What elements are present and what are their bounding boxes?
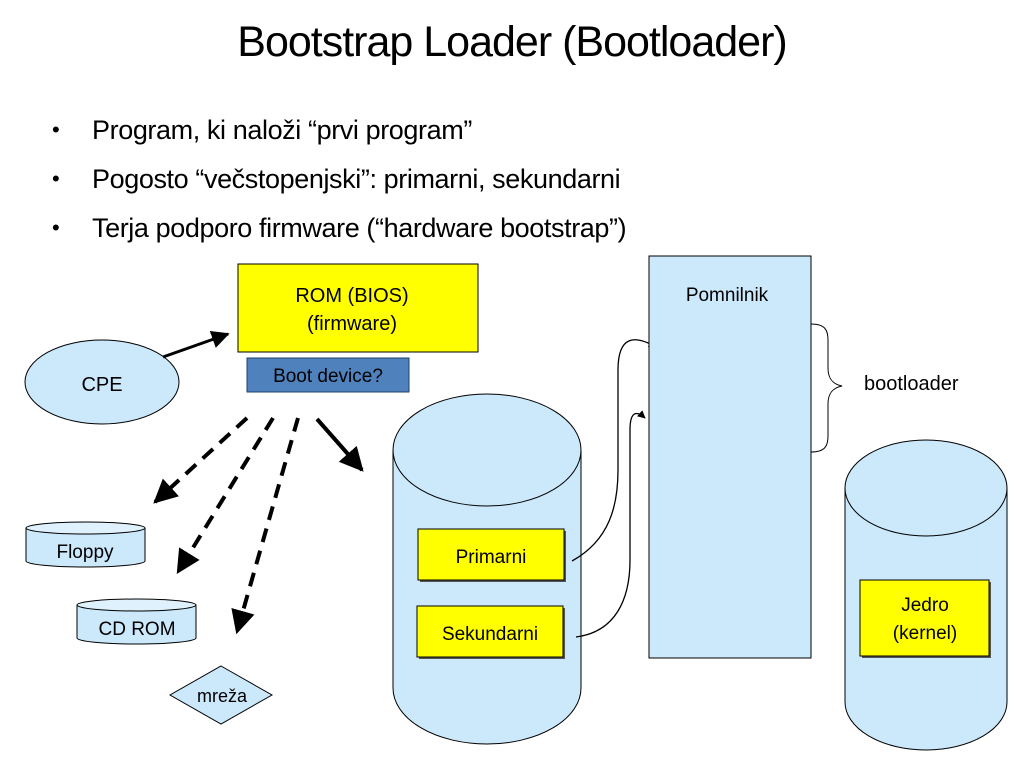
kernel-sublabel: (kernel) bbox=[893, 623, 957, 644]
cpu-node: CPE bbox=[24, 339, 180, 425]
bootloader-brace-icon bbox=[810, 323, 843, 453]
kernel-box: Jedro (kernel) bbox=[859, 579, 991, 658]
boot-device-label: Boot device? bbox=[273, 366, 383, 387]
secondary-to-memory-arrow bbox=[575, 410, 646, 638]
secondary-label: Sekundarni bbox=[442, 624, 538, 645]
network-label: mreža bbox=[197, 686, 248, 706]
boot-device-box: Boot device? bbox=[246, 357, 410, 393]
bullet-item: •Pogosto “večstopenjski”: primarni, seku… bbox=[52, 157, 626, 206]
bullet-item: •Program, ki naloži “prvi program” bbox=[52, 108, 626, 157]
bullet-list: •Program, ki naloži “prvi program” •Pogo… bbox=[52, 108, 627, 255]
secondary-loader-box: Sekundarni bbox=[416, 605, 565, 659]
firmware-label: (firmware) bbox=[307, 313, 397, 335]
to-network-arrow bbox=[231, 417, 300, 635]
primary-to-memory-arrow bbox=[571, 339, 657, 562]
bullet-item: •Terja podporo firmware (“hardware boots… bbox=[52, 206, 627, 255]
primary-label: Primarni bbox=[456, 547, 527, 568]
cdrom-label: CD ROM bbox=[98, 619, 175, 640]
memory-label: Pomnilnik bbox=[686, 285, 769, 306]
to-cdrom-arrow bbox=[176, 416, 275, 575]
floppy-node: Floppy bbox=[25, 521, 146, 568]
network-node: mreža bbox=[168, 665, 274, 725]
bullet-dot-icon: • bbox=[52, 215, 60, 240]
to-disk-arrow bbox=[315, 417, 364, 472]
slide-title: Bootstrap Loader (Bootloader) bbox=[237, 18, 787, 66]
kernel-label: Jedro bbox=[901, 595, 949, 616]
bootloader-label: bootloader bbox=[864, 373, 959, 395]
bullet-dot-icon: • bbox=[52, 117, 60, 142]
boot-disk bbox=[392, 393, 582, 745]
cpu-to-rom-arrow bbox=[162, 330, 230, 359]
cdrom-node: CD ROM bbox=[76, 598, 197, 645]
bullet-dot-icon: • bbox=[52, 166, 60, 191]
to-floppy-arrow bbox=[153, 416, 249, 504]
primary-loader-box: Primarni bbox=[417, 528, 566, 582]
rom-bios-box: ROM (BIOS) (firmware) bbox=[237, 263, 479, 353]
floppy-label: Floppy bbox=[56, 542, 114, 563]
rom-label: ROM (BIOS) bbox=[295, 285, 408, 307]
memory-node: Pomnilnik bbox=[648, 255, 812, 659]
cpu-label: CPE bbox=[81, 374, 122, 396]
